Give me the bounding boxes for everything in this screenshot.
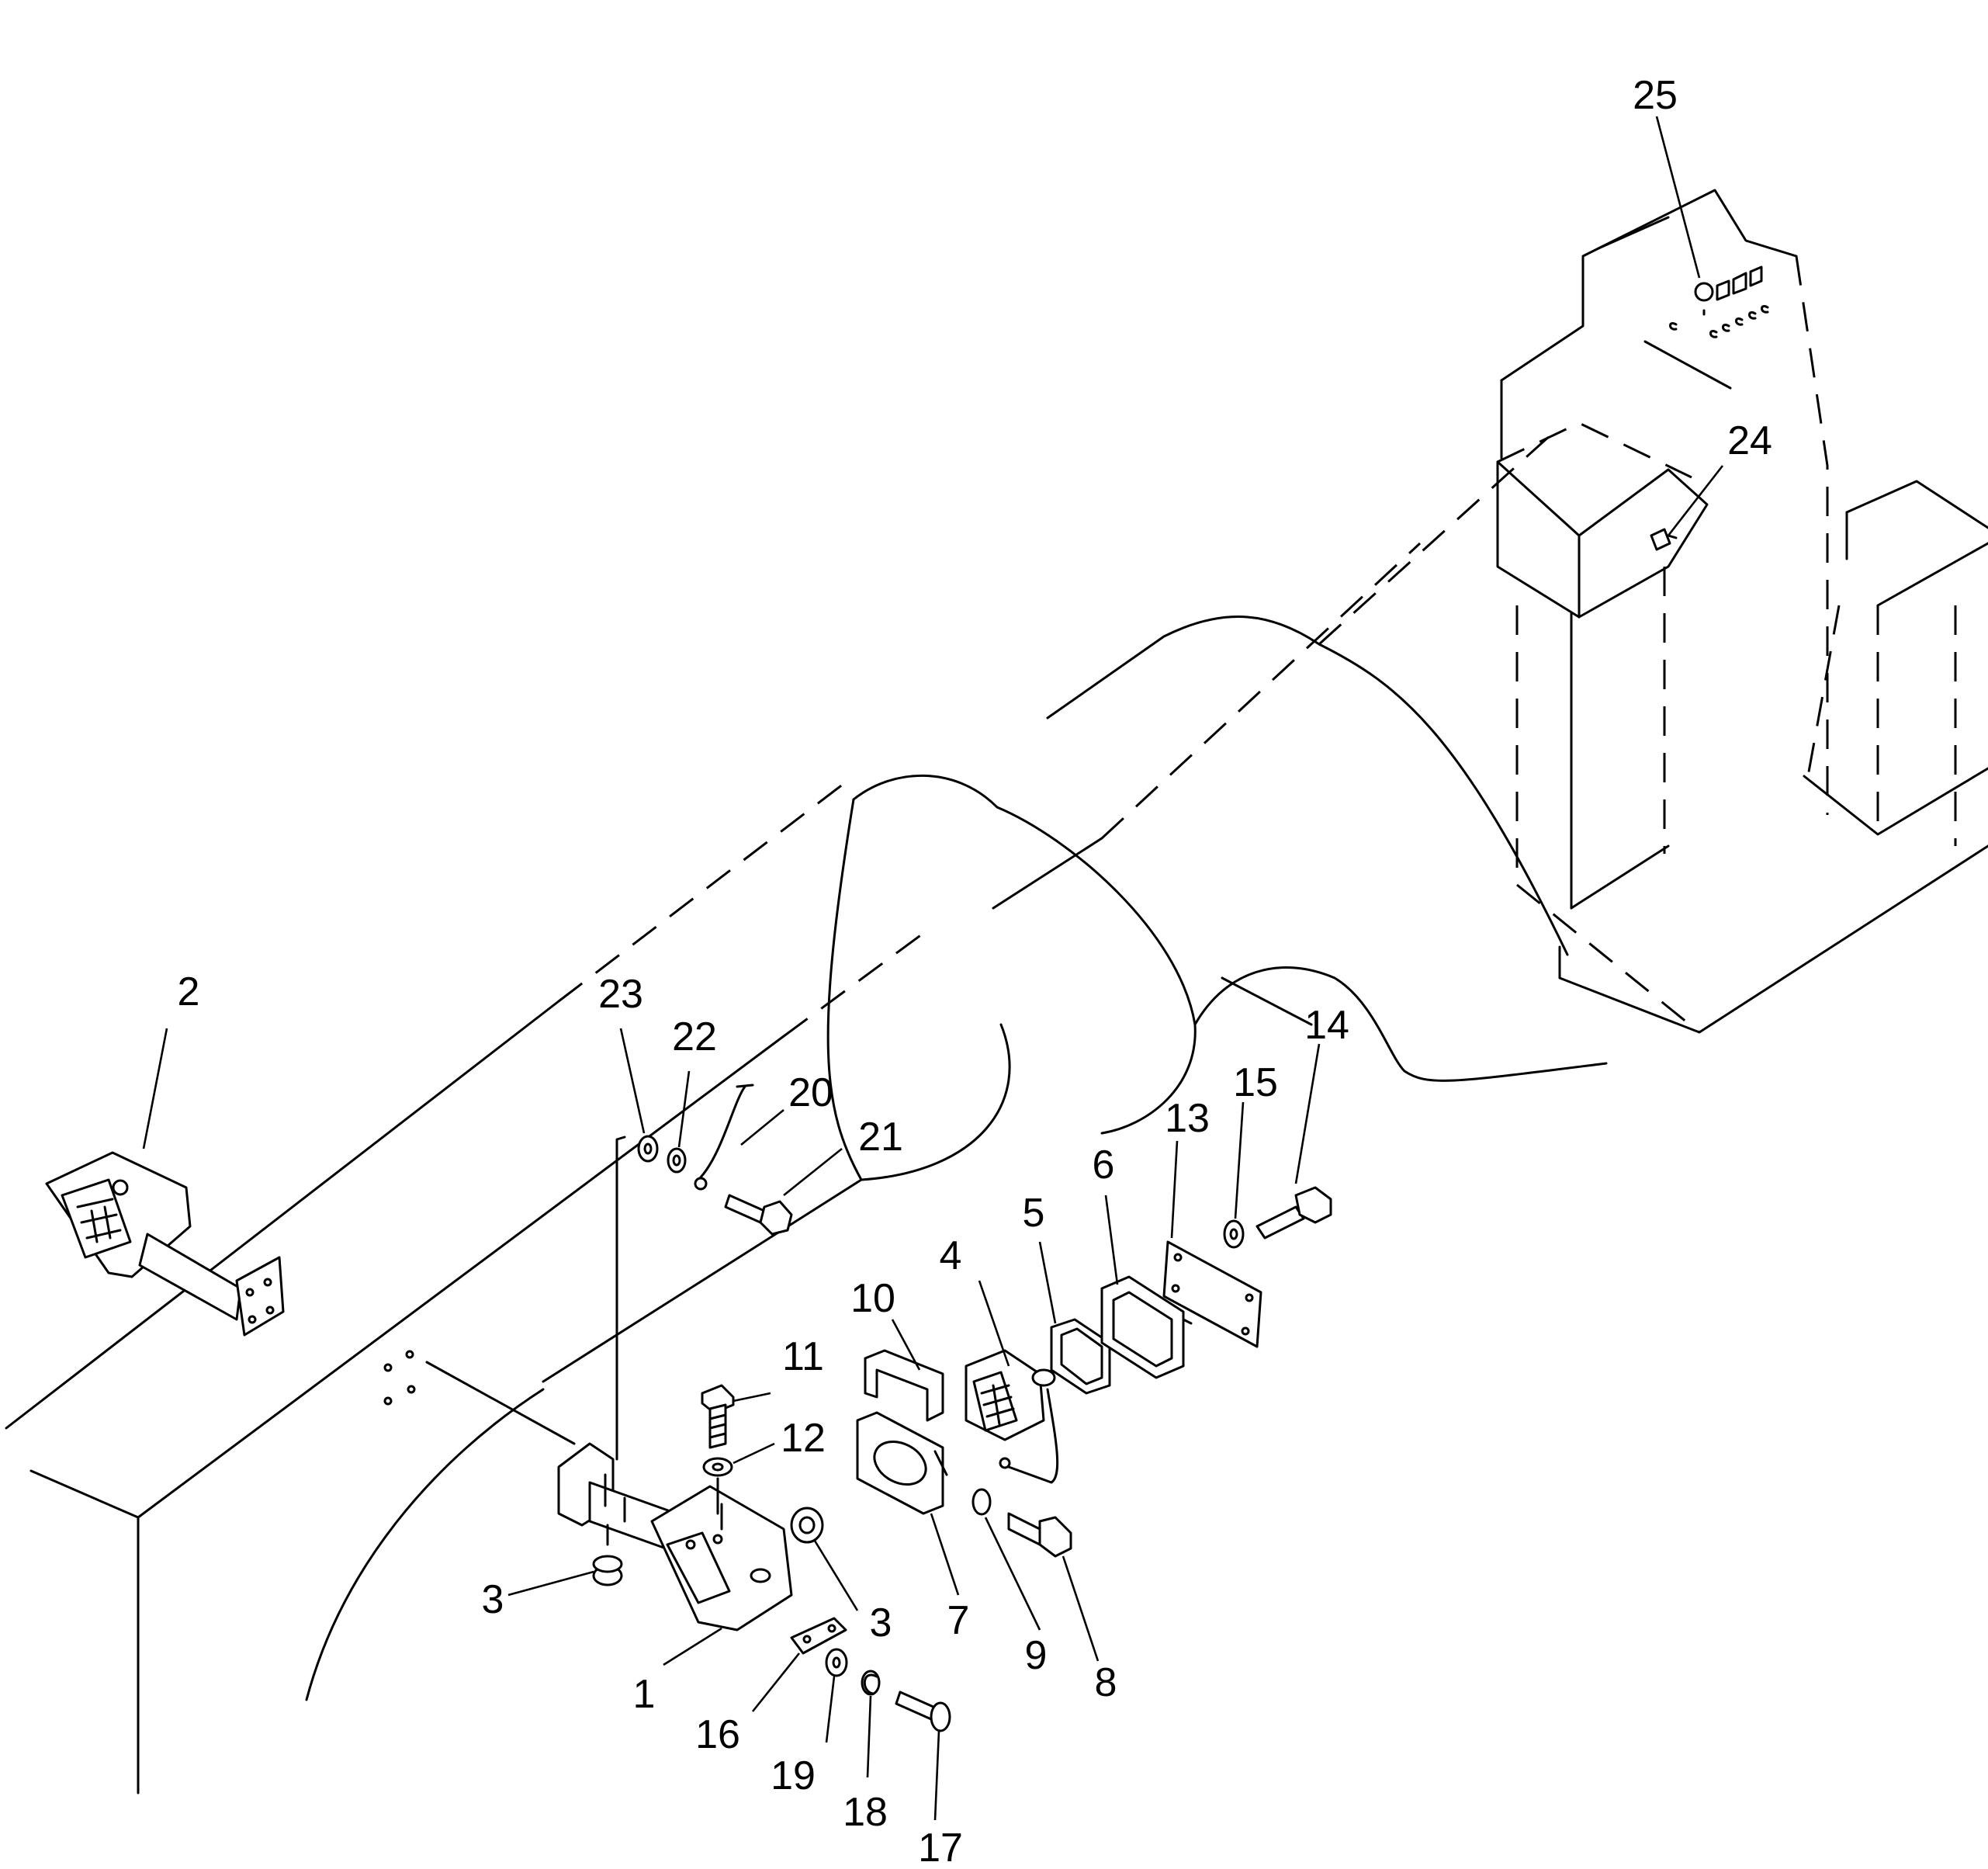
part-6-lamp-frame xyxy=(1100,1275,1193,1379)
callout-15: 15 xyxy=(1233,1060,1278,1105)
part-11-bolt xyxy=(701,1384,735,1449)
part-16-plate xyxy=(790,1617,847,1655)
part-24-switch xyxy=(1650,528,1678,551)
callout-8: 8 xyxy=(1095,1660,1117,1705)
callout-9: 9 xyxy=(1025,1633,1048,1678)
callout-13: 13 xyxy=(1165,1096,1210,1141)
callout-17: 17 xyxy=(918,1826,963,1869)
callout-16: 16 xyxy=(695,1712,740,1757)
callout-10: 10 xyxy=(850,1276,895,1321)
callout-23: 23 xyxy=(598,972,643,1017)
part-20-ground-wire xyxy=(694,1084,754,1191)
part-4-work-lamp xyxy=(965,1349,1059,1484)
callout-3-left: 3 xyxy=(482,1577,504,1622)
callout-24: 24 xyxy=(1727,418,1772,463)
part-18-lock-washer xyxy=(861,1670,881,1696)
part-15-washer xyxy=(1223,1219,1245,1249)
part-12-washer xyxy=(702,1457,733,1515)
machine-frame xyxy=(5,189,1988,1794)
part-3-grommet-left xyxy=(592,1524,623,1586)
part-8-bolt xyxy=(1007,1512,1072,1558)
callout-labels: 25 24 2 23 22 20 21 14 15 13 6 5 4 10 11… xyxy=(178,73,1772,1869)
callout-19: 19 xyxy=(771,1753,816,1798)
part-19-washer xyxy=(825,1648,848,1677)
callout-2: 2 xyxy=(178,969,200,1014)
callout-11: 11 xyxy=(782,1334,824,1379)
part-10-clip xyxy=(864,1349,944,1422)
part-22-washer xyxy=(667,1147,687,1174)
part-23-washer xyxy=(615,1135,659,1461)
part-14-bolt xyxy=(1255,1186,1332,1240)
callout-5: 5 xyxy=(1023,1191,1045,1236)
part-3-grommet-right xyxy=(790,1507,824,1544)
callout-12: 12 xyxy=(781,1416,826,1461)
callout-22: 22 xyxy=(672,1014,717,1059)
part-9-washer xyxy=(971,1488,992,1516)
part-13-cover-plate xyxy=(1162,1240,1262,1348)
callout-20: 20 xyxy=(788,1070,833,1115)
callout-18: 18 xyxy=(843,1790,888,1835)
callout-7: 7 xyxy=(947,1598,970,1643)
callout-4: 4 xyxy=(940,1233,962,1278)
part-1-lamp-bracket xyxy=(557,1442,793,1631)
callout-25: 25 xyxy=(1633,73,1678,118)
callout-6: 6 xyxy=(1093,1143,1115,1188)
part-21-bolt xyxy=(724,1194,793,1236)
callout-3-right: 3 xyxy=(870,1600,892,1645)
leader-lines xyxy=(142,116,1724,1821)
callout-1: 1 xyxy=(633,1672,656,1717)
part-7-lens-seal xyxy=(856,1411,948,1515)
part-25-indicator-panel xyxy=(1669,265,1769,338)
part-5-gasket xyxy=(1050,1318,1111,1395)
callout-21: 21 xyxy=(858,1115,903,1160)
part-17-screw xyxy=(895,1690,951,1732)
callout-14: 14 xyxy=(1304,1003,1349,1048)
part-2-lamp-assembly xyxy=(45,1151,285,1337)
